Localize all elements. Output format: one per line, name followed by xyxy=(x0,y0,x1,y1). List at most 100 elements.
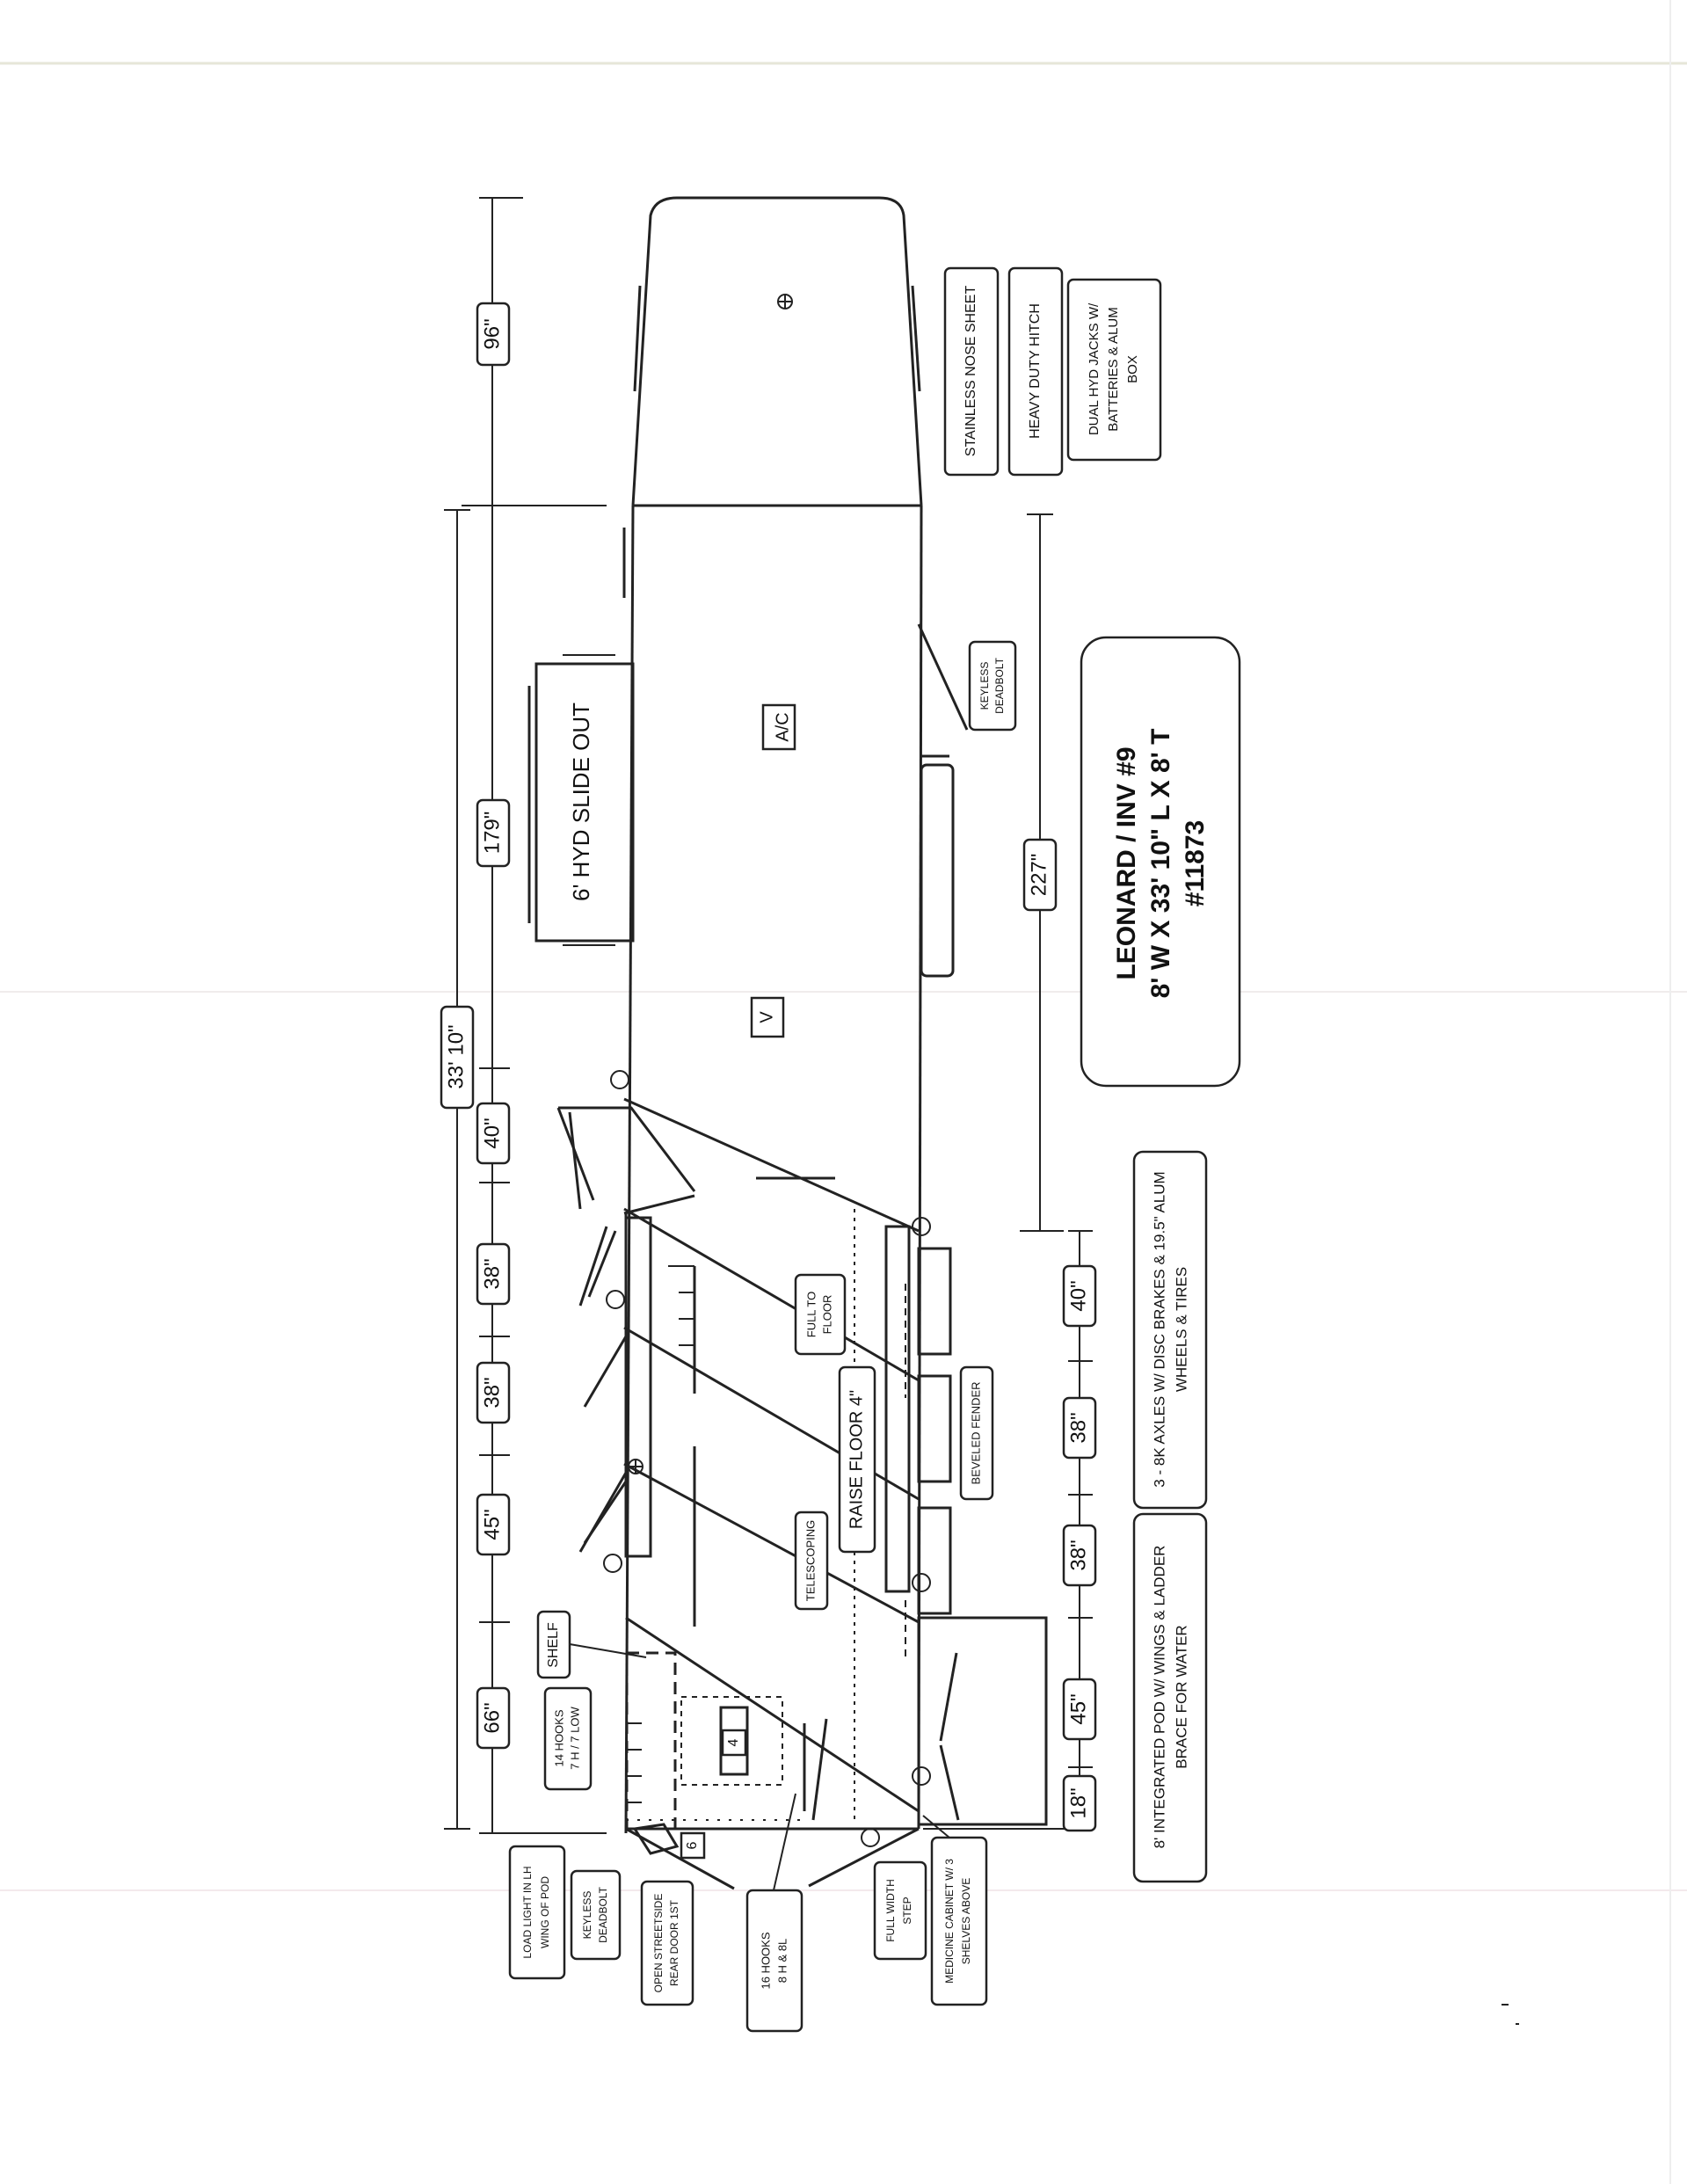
slide-out-label: 6' HYD SLIDE OUT xyxy=(568,703,594,901)
nose-note-3-line2: BATTERIES & ALUM xyxy=(1106,307,1121,431)
dim-slide-label: 179" xyxy=(480,812,504,855)
title-number: #11873 xyxy=(1181,820,1210,906)
dim-d2-label: 38" xyxy=(1066,1412,1090,1443)
rear-step-box xyxy=(917,1616,1048,1826)
dim-stall2-label: 38" xyxy=(480,1258,504,1289)
shelf-outline xyxy=(625,1651,677,1831)
ac-unit-box xyxy=(761,703,796,751)
stall-divider-4 xyxy=(623,1462,920,1624)
full-to-floor-line2: FLOOR xyxy=(820,1295,833,1335)
medicine-line2: SHELVES ABOVE xyxy=(960,1878,972,1965)
slide-out-box xyxy=(534,662,635,943)
axles-note-line1: 3 - 8K AXLES W/ DISC BRAKES & 19.5" ALUM xyxy=(1151,1171,1167,1487)
wing-panel-line xyxy=(556,1107,595,1201)
step-swing xyxy=(939,1744,960,1821)
feed-bunk xyxy=(624,1216,652,1558)
nose-window-left xyxy=(633,285,642,392)
dim-living-box xyxy=(1022,838,1058,912)
nose-note-3-line3: BOX xyxy=(1125,355,1140,383)
dim-stall2-box xyxy=(476,1242,511,1306)
ac-label: A/C xyxy=(773,712,792,741)
dim-stall4-label: 45" xyxy=(480,1509,504,1540)
wing-panel-line xyxy=(568,1111,582,1210)
cabinet-inner xyxy=(719,1706,749,1776)
dim-overall-box xyxy=(440,1005,475,1110)
hooks-16-leader xyxy=(773,1793,796,1891)
dim-rear-box xyxy=(476,1686,511,1750)
telescoping-label: TELESCOPING xyxy=(804,1520,817,1601)
medicine-note-box xyxy=(930,1836,988,2006)
pod-note-box xyxy=(1132,1512,1208,1883)
num-6-box xyxy=(680,1831,706,1860)
dim-d5-box xyxy=(1062,1774,1097,1832)
open-door-note-box xyxy=(640,1880,694,2006)
nose-note-2-box xyxy=(1007,266,1064,477)
dim-d1-label: 40" xyxy=(1066,1280,1090,1311)
telescoping-box xyxy=(794,1511,829,1611)
step-swing xyxy=(939,1652,958,1742)
vent-box xyxy=(750,996,785,1038)
title-block xyxy=(1080,636,1241,1088)
dim-overall-label: 33' 10" xyxy=(444,1024,468,1088)
dim-d4-label: 45" xyxy=(1066,1693,1090,1724)
load-light-line1: LOAD LIGHT IN LH xyxy=(521,1866,534,1958)
rear-door-left xyxy=(625,1827,735,1890)
full-to-floor-box xyxy=(794,1273,847,1356)
dim-rear-label: 66" xyxy=(480,1702,504,1733)
wing-panel xyxy=(558,1106,696,1192)
num-4-label: 4 xyxy=(726,1738,741,1746)
dim-d4-box xyxy=(1062,1678,1097,1741)
drop-window-1b xyxy=(587,1230,617,1298)
dim-living-label: 227" xyxy=(1027,854,1051,897)
load-light-line2: WING OF POD xyxy=(539,1876,551,1948)
rear-keyless-line1: KEYLESS xyxy=(581,1891,593,1940)
full-step-line1: FULL WIDTH xyxy=(884,1879,897,1942)
num-6-label: 6 xyxy=(685,1841,700,1849)
raise-floor-label: RAISE FLOOR 4" xyxy=(847,1390,866,1529)
rear-keyless-note-box xyxy=(570,1869,622,1961)
light-icon xyxy=(603,1070,931,1847)
dim-stall4-box xyxy=(476,1493,511,1556)
nose-window-right xyxy=(911,285,921,392)
stall-divider-2 xyxy=(623,1207,920,1382)
stall-divider-1 xyxy=(623,1097,920,1233)
roof-vent-icon xyxy=(628,294,793,1474)
dim-stall3-box xyxy=(476,1361,511,1424)
shelf-label: SHELF xyxy=(546,1622,561,1668)
nose-note-3-line1: DUAL HYD JACKS W/ xyxy=(1087,302,1102,435)
full-step-note-box xyxy=(873,1860,927,1961)
side-keyless-line1: KEYLESS xyxy=(978,662,991,710)
drop-window-3b xyxy=(583,1481,628,1544)
dim-stall1-label: 40" xyxy=(480,1117,504,1148)
raise-floor-box xyxy=(838,1365,876,1554)
hook-ticks xyxy=(626,1265,694,1803)
fender-box-3 xyxy=(917,1506,952,1615)
pod-note-line1: 8' INTEGRATED POD W/ WINGS & LADDER xyxy=(1151,1546,1167,1849)
side-keyless-line2: DEADBOLT xyxy=(993,657,1006,713)
medicine-leader xyxy=(922,1815,950,1838)
hooks-16-line2: 8 H & 8L xyxy=(775,1939,789,1984)
rear-latch xyxy=(632,1823,680,1855)
side-keyless-box xyxy=(968,640,1017,732)
num-4-box xyxy=(721,1729,747,1757)
head-divider-top xyxy=(623,1194,695,1215)
open-door-line1: OPEN STREETSIDE xyxy=(652,1894,665,1993)
dim-d5-label: 18" xyxy=(1066,1787,1090,1818)
nose-note-1-box xyxy=(943,266,1000,477)
hooks-14-box xyxy=(543,1686,593,1791)
trailer-nose xyxy=(631,196,923,506)
side-door-swing xyxy=(917,623,969,731)
beveled-fender-label: BEVELED FENDER xyxy=(969,1381,982,1484)
hooks-16-note-box xyxy=(745,1889,804,2033)
title-size: 8' W X 33' 10" L X 8' T xyxy=(1146,729,1175,999)
dim-d2-box xyxy=(1062,1396,1097,1460)
pod-note-line2: BRACE FOR WATER xyxy=(1173,1625,1189,1768)
hooks-14-line2: 7 H / 7 LOW xyxy=(568,1707,581,1770)
full-step-line2: STEP xyxy=(901,1896,913,1924)
side-window xyxy=(920,763,955,978)
nose-note-1: STAINLESS NOSE SHEET xyxy=(963,286,978,457)
hooks-16-line1: 16 HOOKS xyxy=(759,1932,772,1989)
rear-keyless-line2: DEADBOLT xyxy=(597,1886,609,1942)
axles-note-box xyxy=(1132,1150,1208,1510)
